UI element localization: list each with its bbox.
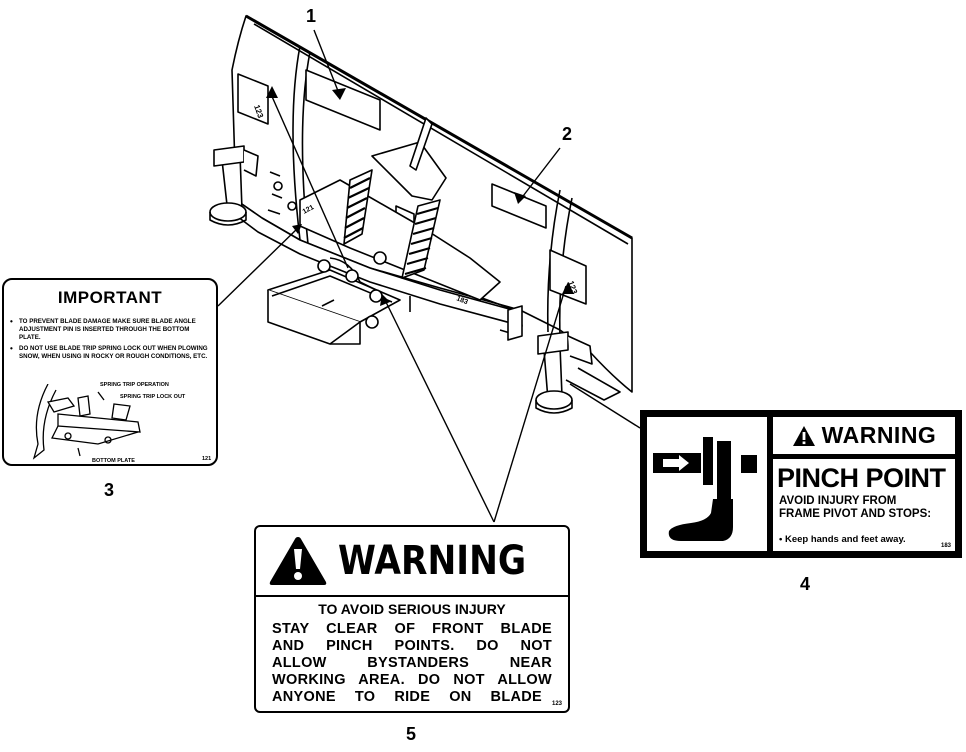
- warning-line-3: ALLOW BYSTANDERS NEAR: [272, 655, 552, 671]
- warning-line-5: ANYONE TO RIDE ON BLADE: [272, 689, 542, 705]
- frame-decal-121-code: 121: [302, 204, 316, 216]
- warning-triangle-icon: [269, 537, 326, 585]
- important-bullets: To prevent blade damage make sure blade …: [10, 318, 208, 364]
- serious-injury-warning-decal: WARNING TO AVOID SERIOUS INJURY STAY CLE…: [254, 525, 570, 713]
- warning-decal-code: 123: [551, 701, 562, 707]
- right-blade-decal-code: 123: [566, 280, 579, 296]
- label-bottom-plate: BOTTOM PLATE: [92, 458, 135, 464]
- pinch-point-decal: WARNING PINCH POINT AVOID INJURY FROM FR…: [640, 410, 962, 558]
- spring-trip-drawing: [32, 384, 141, 460]
- boot-pinch-icon: [653, 437, 757, 541]
- important-bullet-1: To prevent blade damage make sure blade …: [10, 318, 208, 342]
- important-decal-code: 121: [202, 456, 212, 462]
- warning-heading: WARNING: [337, 538, 526, 584]
- pinch-line-1: AVOID INJURY FROM: [779, 495, 897, 507]
- callout-2: 2: [562, 124, 573, 144]
- warning-line-2: AND PINCH POINTS. DO NOT: [272, 638, 552, 654]
- warning-header: WARNING: [256, 527, 568, 597]
- important-decal: IMPORTANT To prevent blade damage make s…: [2, 278, 218, 466]
- warning-triangle-icon: [792, 425, 815, 446]
- frame-decal-183-code: 183: [455, 295, 469, 306]
- pinch-point-pictogram: [647, 417, 767, 551]
- warning-subheading: TO AVOID SERIOUS INJURY: [318, 601, 506, 617]
- callout-4: 4: [800, 574, 811, 594]
- warning-line-4: WORKING AREA. DO NOT ALLOW: [272, 672, 552, 688]
- important-bullet-2: Do not use blade trip spring lock out wh…: [10, 345, 208, 361]
- callout-1: 1: [306, 6, 317, 26]
- pinch-warning-heading: WARNING: [821, 422, 937, 448]
- warning-line-1: STAY CLEAR OF FRONT BLADE: [272, 621, 552, 637]
- pinch-decal-code: 183: [940, 543, 951, 549]
- important-title: IMPORTANT: [57, 288, 163, 307]
- pinch-point-title: PINCH POINT: [777, 463, 946, 493]
- callout-5: 5: [406, 724, 417, 744]
- pinch-point-text-panel: WARNING PINCH POINT AVOID INJURY FROM FR…: [773, 417, 955, 551]
- label-spring-trip-lock-out: SPRING TRIP LOCK OUT: [120, 394, 186, 400]
- pinch-warning-header: WARNING: [773, 417, 955, 459]
- pinch-line-3: • Keep hands and feet away.: [779, 534, 906, 545]
- left-blade-decal-code: 123: [252, 104, 265, 120]
- label-spring-trip-operation: SPRING TRIP OPERATION: [100, 382, 169, 388]
- callout-3: 3: [104, 480, 115, 500]
- pinch-line-2: FRAME PIVOT AND STOPS:: [779, 508, 932, 520]
